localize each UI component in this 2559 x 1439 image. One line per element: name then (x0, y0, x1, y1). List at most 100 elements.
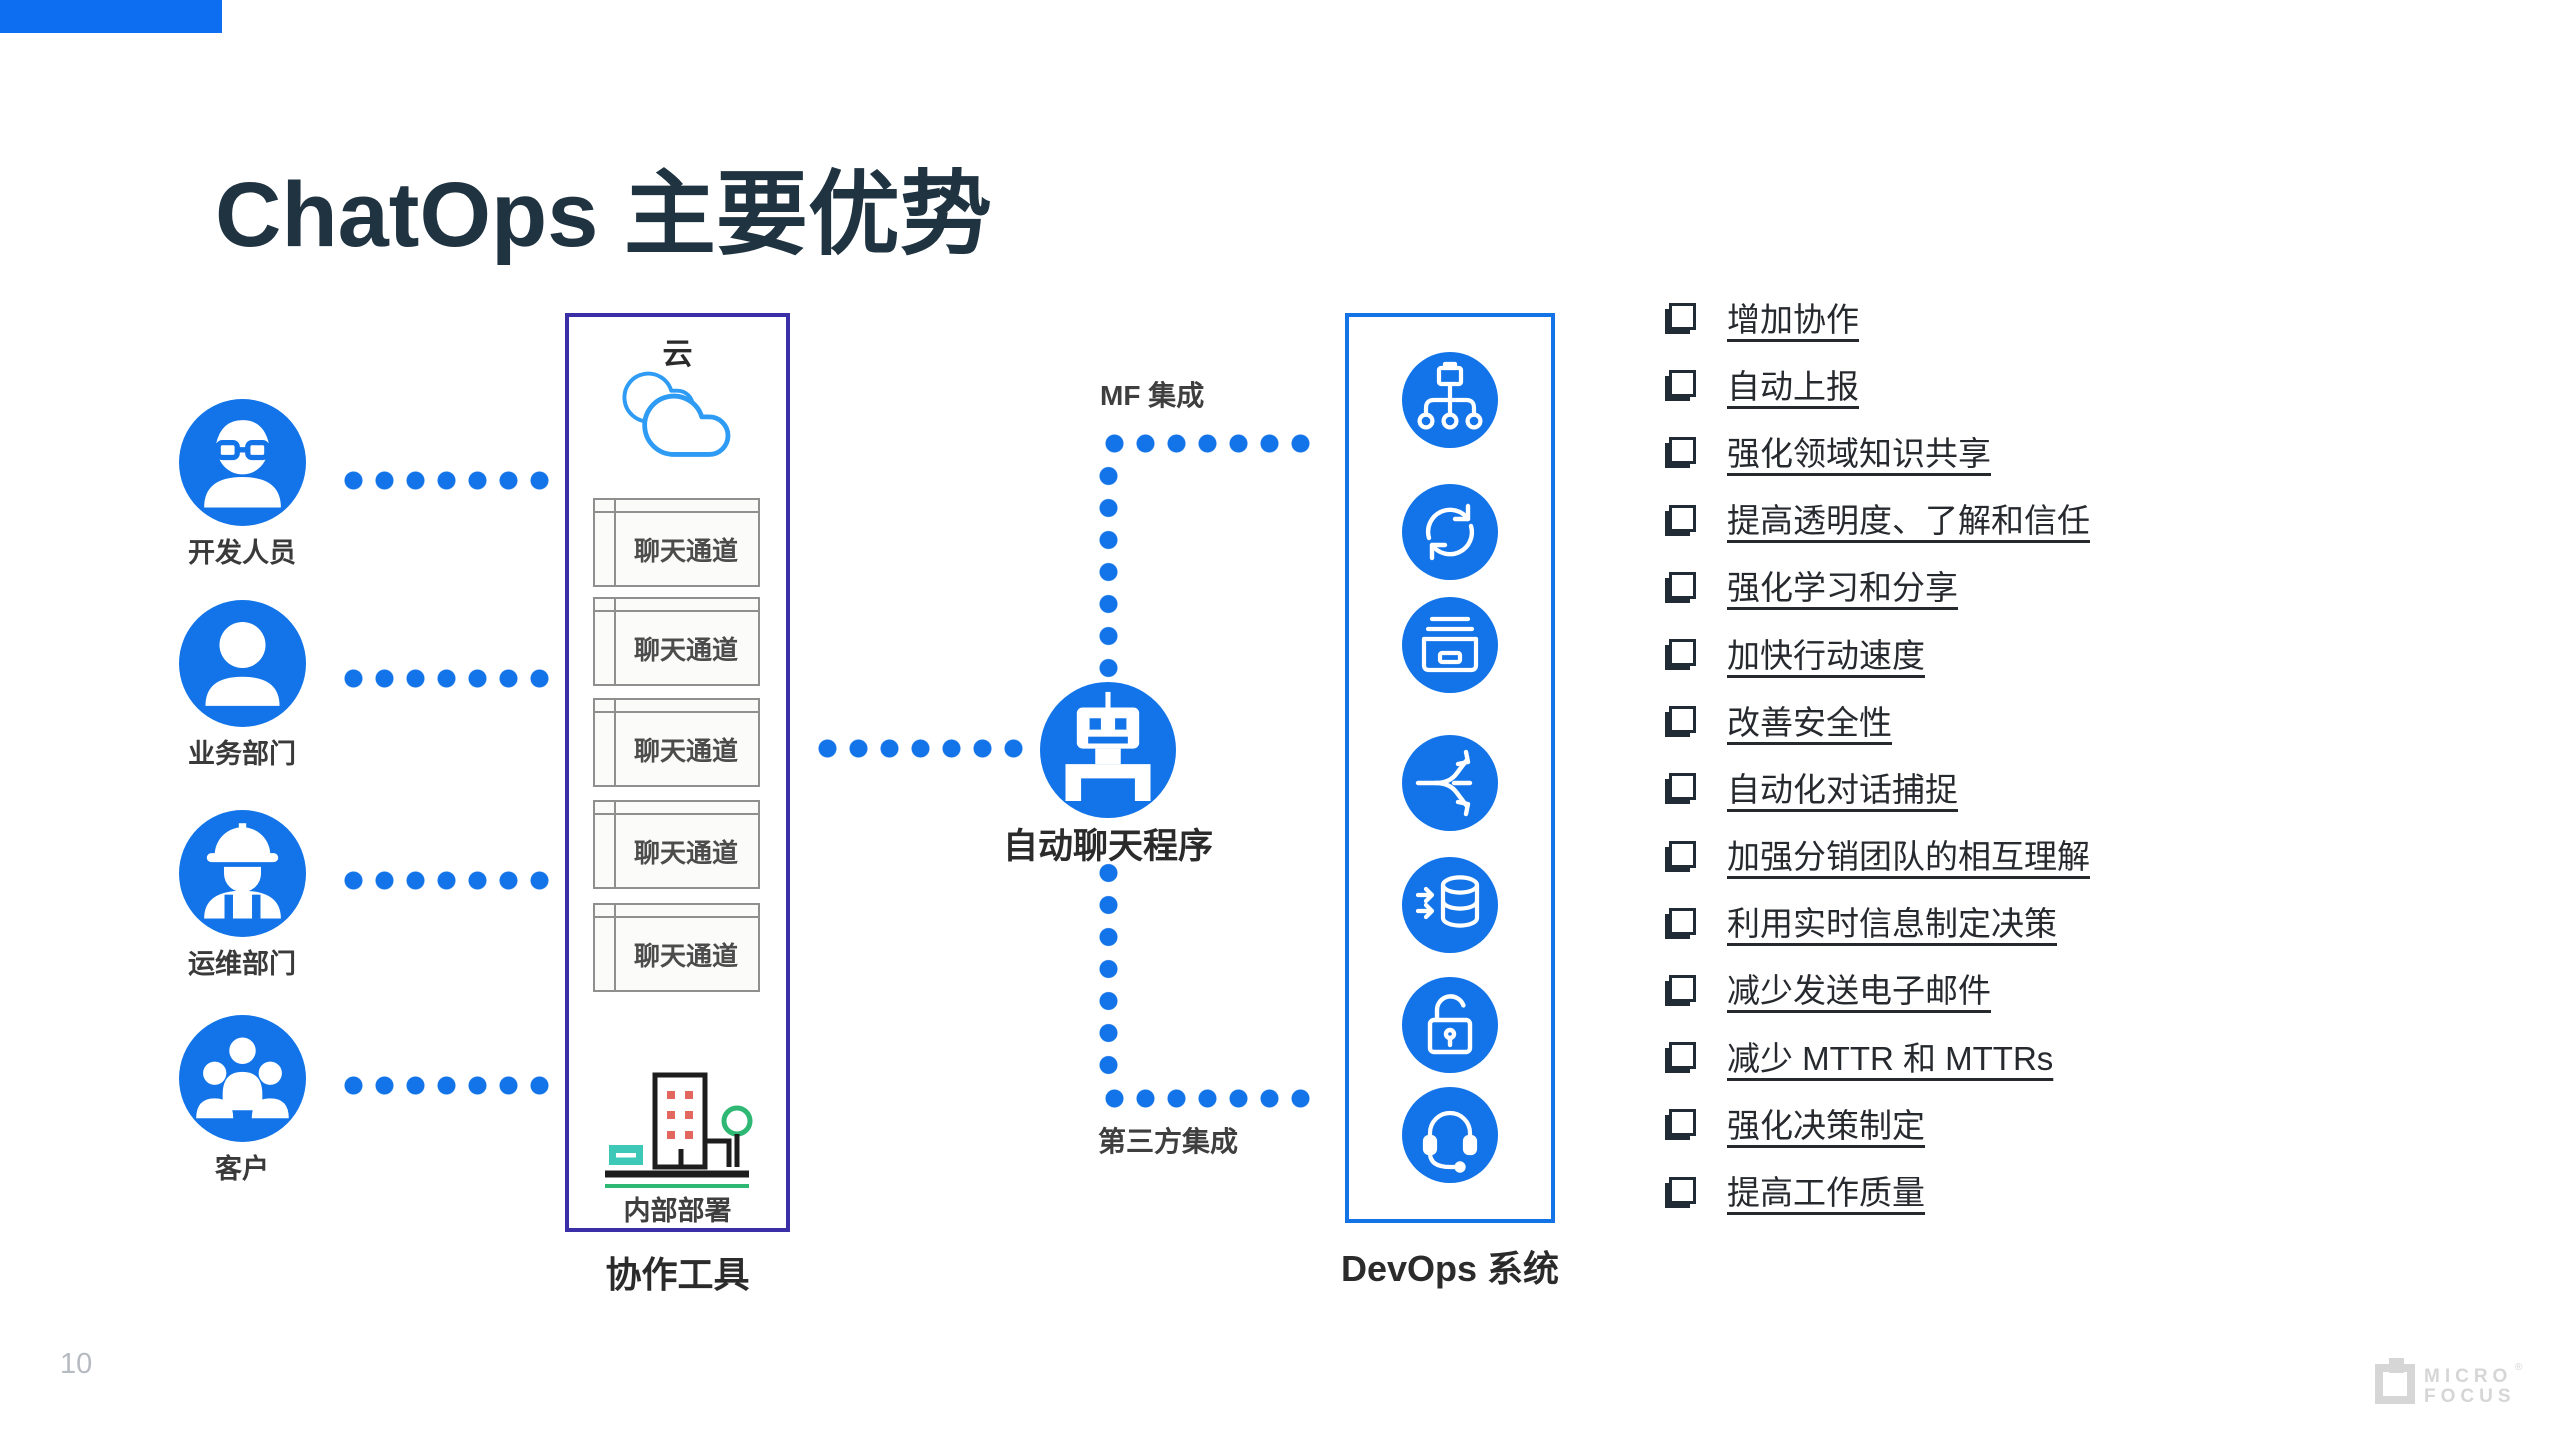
benefit-item: 加强分销团队的相互理解 (1664, 821, 2090, 888)
benefit-item: 强化领域知识共享 (1664, 417, 2090, 484)
benefit-text: 提高工作质量 (1727, 1174, 1925, 1212)
chat-channel-window: 聊天通道 (593, 903, 760, 992)
benefit-item: 减少发送电子邮件 (1664, 955, 2090, 1022)
benefit-item: 强化学习和分享 (1664, 552, 2090, 619)
collaboration-tools-title: 协作工具 (605, 1254, 750, 1295)
connector-operations (338, 871, 555, 890)
connector-thirdparty-horizontal (1099, 1089, 1316, 1108)
micro-focus-logo: MICRO ® FOCUS (2375, 1358, 2523, 1407)
benefit-text: 利用实时信息制定决策 (1727, 905, 2057, 943)
collaboration-tools-box: 云 聊天通道 聊天通道 聊天通道 聊天通道 聊天通道 (565, 313, 790, 1232)
chat-channel-label: 聊天通道 (633, 535, 738, 566)
sitemap-icon (1402, 352, 1498, 448)
business-glyph (205, 621, 280, 706)
developer-icon (179, 399, 306, 526)
benefit-text: 加快行动速度 (1727, 636, 1925, 674)
accent-top-bar (0, 0, 222, 33)
logo-text-micro: MICRO (2424, 1366, 2512, 1387)
benefit-text: 加强分销团队的相互理解 (1727, 838, 2090, 876)
checkbox-bullet-icon (1669, 370, 1696, 398)
business-person-icon (179, 600, 306, 727)
on-premise-label: 内部部署 (623, 1196, 732, 1226)
checkbox-bullet-icon (1669, 1109, 1696, 1137)
connector-developer (338, 471, 555, 490)
actor-label-developer: 开发人员 (188, 538, 296, 568)
benefit-item: 增加协作 (1664, 283, 2090, 350)
checkbox-bullet-icon (1669, 1176, 1696, 1204)
benefits-list: 增加协作 自动上报 强化领域知识共享 提高透明度、了解和信任 强化学习和分享 加… (1664, 283, 2090, 1224)
benefit-text: 强化学习和分享 (1727, 569, 1958, 607)
logo-text-focus: FOCUS (2424, 1386, 2516, 1407)
checkbox-bullet-icon (1669, 907, 1696, 935)
benefit-text: 减少发送电子邮件 (1727, 972, 1991, 1010)
devops-systems-title: DevOps 系统 (1340, 1248, 1560, 1289)
checkbox-bullet-icon (1669, 1042, 1696, 1070)
chat-channel-window: 聊天通道 (593, 498, 760, 587)
chatbot-glyph (1065, 691, 1151, 801)
sync-icon (1402, 484, 1498, 580)
developer-glyph (204, 420, 281, 508)
page-number: 10 (60, 1348, 93, 1380)
benefit-text: 自动上报 (1727, 367, 1859, 405)
benefit-text: 强化领域知识共享 (1727, 434, 1991, 472)
page-title: ChatOps 主要优势 (215, 163, 992, 266)
logo-registered-mark: ® (2515, 1362, 2523, 1373)
chatbot-label: 自动聊天程序 (1002, 827, 1213, 866)
database-transfer-icon (1402, 857, 1498, 953)
benefit-item: 自动化对话捕捉 (1664, 753, 2090, 820)
connector-thirdparty-vertical (1099, 857, 1118, 1081)
checkbox-bullet-icon (1669, 639, 1696, 667)
benefit-text: 强化决策制定 (1727, 1106, 1925, 1144)
benefit-item: 减少 MTTR 和 MTTRs (1664, 1022, 2090, 1089)
thirdparty-integration-label: 第三方集成 (1098, 1126, 1239, 1157)
archive-icon (1402, 597, 1498, 693)
benefit-item: 提高工作质量 (1664, 1156, 2090, 1223)
connector-mf-vertical (1099, 460, 1118, 684)
benefit-text: 提高透明度、了解和信任 (1727, 502, 2090, 540)
cloud-label: 云 (662, 338, 693, 371)
benefit-item: 加快行动速度 (1664, 619, 2090, 686)
checkbox-bullet-icon (1669, 840, 1696, 868)
chat-channel-label: 聊天通道 (633, 940, 738, 971)
actor-label-customer: 客户 (215, 1154, 269, 1184)
benefit-text: 改善安全性 (1727, 703, 1892, 741)
unlock-icon (1402, 977, 1498, 1073)
checkbox-bullet-icon (1669, 974, 1696, 1002)
chat-channel-window: 聊天通道 (593, 698, 760, 787)
chat-channel-label: 聊天通道 (633, 837, 738, 868)
benefit-item: 提高透明度、了解和信任 (1664, 485, 2090, 552)
chat-channel-window: 聊天通道 (593, 800, 760, 889)
chat-channel-label: 聊天通道 (633, 735, 738, 766)
benefit-item: 利用实时信息制定决策 (1664, 888, 2090, 955)
actor-label-business: 业务部门 (188, 739, 296, 769)
checkbox-bullet-icon (1669, 706, 1696, 734)
operations-glyph (204, 823, 281, 919)
checkbox-bullet-icon (1669, 571, 1696, 599)
checkbox-bullet-icon (1669, 303, 1696, 331)
cloud-icon (622, 371, 731, 457)
operations-worker-icon (179, 810, 306, 937)
connector-customer (338, 1076, 555, 1095)
chat-channel-window: 聊天通道 (593, 597, 760, 686)
benefit-text: 增加协作 (1727, 300, 1859, 338)
connector-business (338, 669, 555, 688)
benefit-item: 自动上报 (1664, 350, 2090, 417)
checkbox-bullet-icon (1669, 773, 1696, 801)
checkbox-bullet-icon (1669, 437, 1696, 465)
benefit-text: 减少 MTTR 和 MTTRs (1727, 1039, 2054, 1077)
connector-mf-horizontal (1099, 434, 1316, 453)
benefit-item: 改善安全性 (1664, 686, 2090, 753)
chatbot-icon (1040, 682, 1176, 818)
benefit-item: 强化决策制定 (1664, 1089, 2090, 1156)
customer-group-icon (179, 1015, 306, 1142)
mf-integration-label: MF 集成 (1100, 380, 1205, 411)
checkbox-bullet-icon (1669, 504, 1696, 532)
actor-label-operations: 运维部门 (188, 949, 296, 979)
devops-systems-box (1345, 313, 1555, 1223)
connector-collab-to-bot (812, 739, 1029, 758)
split-arrows-icon (1402, 735, 1498, 831)
on-premise-building-icon (605, 1072, 753, 1188)
chat-channel-label: 聊天通道 (633, 634, 738, 665)
customer-glyph (196, 1037, 289, 1119)
